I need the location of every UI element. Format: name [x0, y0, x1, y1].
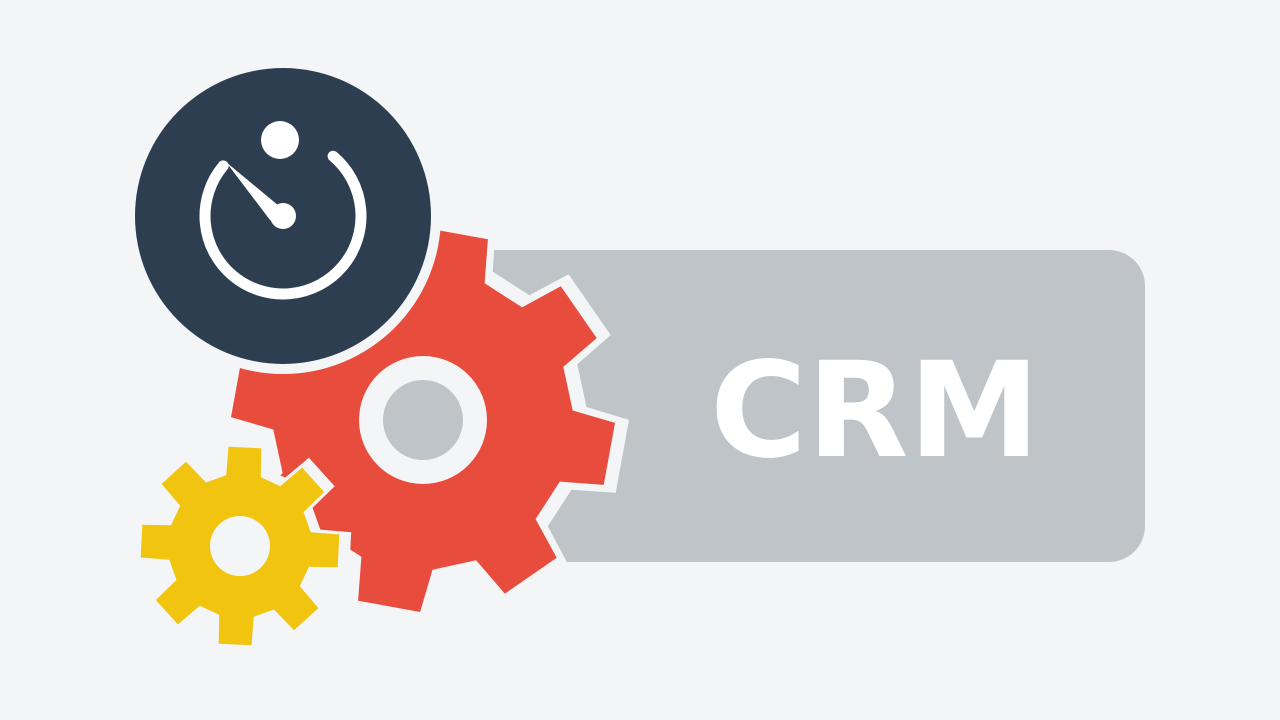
crm-label: CRM [710, 334, 1040, 488]
stopwatch-badge [125, 58, 441, 374]
stopwatch-icon [199, 121, 367, 300]
small-gear-icon [128, 434, 352, 658]
